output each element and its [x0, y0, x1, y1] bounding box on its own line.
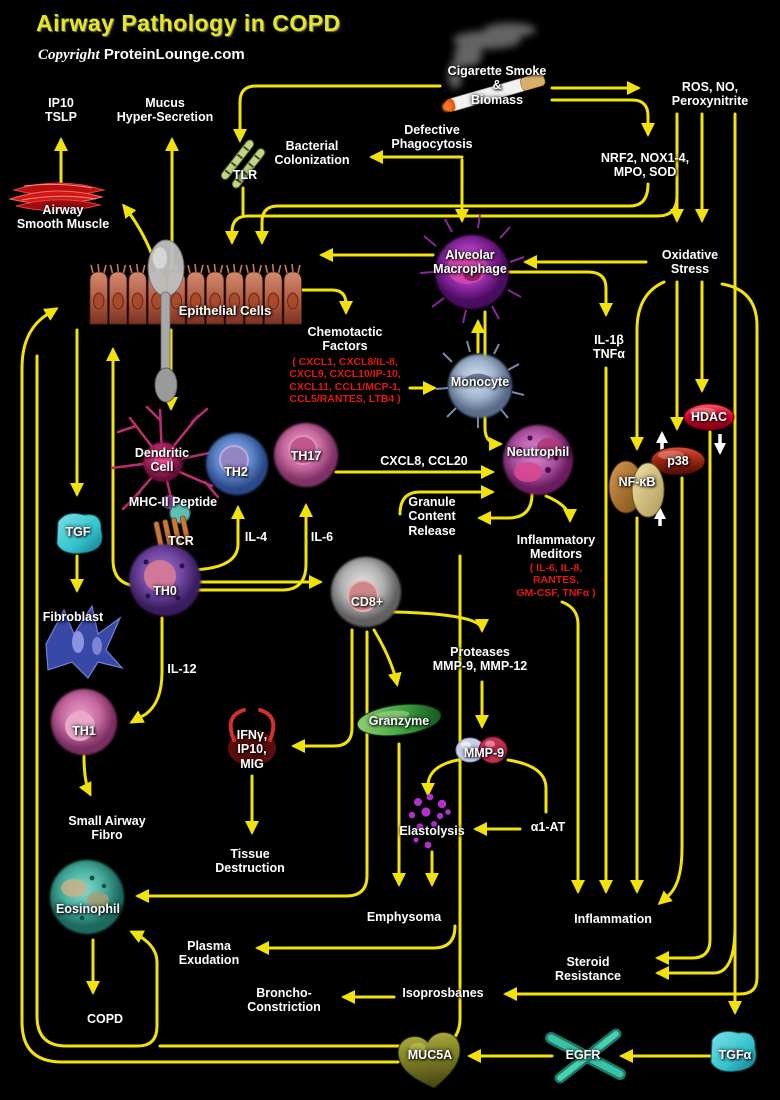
node-granule-content-release: Granule Content Release — [408, 495, 456, 538]
elastolysis-icon — [408, 793, 451, 849]
eosinophil-icon — [50, 860, 124, 934]
node-emphysoma: Emphysoma — [366, 910, 442, 924]
node-copd: COPD — [86, 1012, 124, 1026]
fibroblast-icon — [45, 604, 124, 679]
node-inflammatory-list: ( IL-6, IL-8, RANTES, GM-CSF, TNFα ) — [516, 562, 596, 599]
muc5a-icon — [397, 1031, 461, 1089]
node-tlr: TLR — [232, 168, 258, 182]
p38-pill-icon — [650, 446, 706, 476]
copyright-brand: ProteinLounge.com — [103, 46, 245, 63]
th1-icon — [51, 689, 117, 755]
node-cigarette-smoke: Cigarette Smoke & Biomass — [447, 64, 547, 107]
node-chemotactic-factors: Chemotactic Factors — [307, 325, 383, 354]
airway-smooth-muscle-icon — [8, 182, 106, 212]
node-defective-phagocytosis: Defective Phagocytosis — [391, 123, 473, 152]
hdac-pill-icon — [683, 403, 735, 431]
tgf-icon — [56, 513, 103, 554]
node-granzyme: Granzyme — [368, 714, 430, 728]
copyright-word: Copyright — [38, 47, 100, 63]
node-ifn-ip10-mig: IFNγ, IP10, MIG — [236, 728, 268, 771]
node-mmp9: MMP-9 — [463, 746, 505, 760]
th2-icon — [206, 433, 268, 495]
alveolar-macrophage-icon — [419, 214, 525, 324]
node-fibroblast: Fibroblast — [42, 610, 104, 624]
node-th0: TH0 — [153, 584, 177, 598]
egfr-icon — [545, 1028, 626, 1084]
th17-icon — [274, 423, 338, 487]
goblet-gland-icon — [147, 239, 185, 403]
node-hdac: HDAC — [690, 410, 728, 424]
node-th17: TH17 — [290, 449, 322, 463]
node-il4: IL-4 — [244, 530, 268, 544]
node-tgfa: TGFα — [718, 1048, 752, 1062]
node-th1: TH1 — [72, 724, 96, 738]
tgfa-icon — [710, 1031, 757, 1072]
node-eosinophil: Eosinophil — [56, 902, 120, 916]
node-alveolar-macrophage: Alveolar Macrophage — [433, 248, 507, 277]
node-monocyte: Monocyte — [450, 375, 510, 389]
granzyme-icon — [356, 703, 442, 737]
node-nrf2-nox: NRF2, NOX1-4, MPO, SOD — [600, 151, 690, 180]
epithelial-cells-icon — [89, 239, 303, 403]
node-isoprosbanes: Isoprosbanes — [402, 986, 484, 1000]
cd8-icon — [331, 557, 401, 627]
node-p38: p38 — [667, 454, 689, 468]
node-il1b-tnfa: IL-1β TNFα — [593, 333, 625, 362]
neutrophil-icon — [503, 425, 573, 495]
ifn-icon — [228, 708, 276, 766]
nfkb-icon — [608, 460, 665, 518]
node-il6: IL-6 — [310, 530, 334, 544]
node-cd8: CD8+ — [350, 595, 384, 609]
diagram-title: Airway Pathology in COPD — [36, 10, 341, 36]
dendritic-cell-icon — [110, 405, 220, 511]
node-small-airway-fibro: Small Airway Fibro — [68, 814, 146, 843]
tlr-icon — [220, 139, 266, 189]
node-a1-at: α1-AT — [530, 820, 566, 834]
node-mucus-hypersecretion: Mucus Hyper-Secretion — [116, 96, 214, 125]
node-epithelial-cells: Epithelial Cells — [178, 303, 272, 318]
monocyte-icon — [435, 340, 525, 428]
node-tissue-destruction: Tissue Destruction — [215, 847, 285, 876]
node-mhc2-peptide: MHC-II Peptide — [128, 495, 218, 509]
node-plasma-exudation: Plasma Exudation — [178, 939, 240, 968]
mmp9-icon — [455, 736, 508, 764]
node-inflammation: Inflammation — [574, 912, 652, 926]
node-neutrophil: Neutrophil — [506, 445, 570, 459]
node-il12: IL-12 — [167, 662, 197, 676]
node-bacterial-colonization: Bacterial Colonization — [274, 139, 350, 168]
node-chemotactic-list: ( CXCL1, CXCL8/IL-8, CXCL9, CXCL10/IP-10… — [289, 356, 401, 406]
copyright-line: Copyright ProteinLounge.com — [38, 46, 245, 64]
node-broncho-constriction: Broncho- Constriction — [247, 986, 321, 1015]
th0-icon — [129, 544, 201, 616]
node-elastolysis: Elastolysis — [399, 824, 465, 838]
node-airway-smooth-muscle: Airway Smooth Muscle — [16, 203, 110, 232]
node-ros-no-peroxynitrite: ROS, NO, Peroxynitrite — [671, 80, 749, 109]
tcr-icon — [153, 495, 191, 550]
node-th2: TH2 — [224, 465, 248, 479]
node-dendritic-cell: Dendritic Cell — [134, 446, 190, 475]
cigarette-icon — [442, 23, 546, 112]
node-tcr: TCR — [168, 534, 194, 548]
node-steroid-resistance: Steroid Resistance — [554, 955, 621, 984]
node-inflammatory-mediators: Inflammatory Meditors — [516, 533, 596, 562]
node-ip10-tslp: IP10 TSLP — [45, 96, 77, 125]
node-proteases: Proteases MMP-9, MMP-12 — [432, 645, 528, 674]
node-oxidative-stress: Oxidative Stress — [661, 248, 719, 277]
node-cxcl8-ccl20: CXCL8, CCL20 — [380, 454, 468, 468]
node-egfr: EGFR — [565, 1048, 601, 1062]
node-tgf: TGF — [65, 525, 91, 539]
node-nfkb: NF-κB — [618, 475, 656, 489]
node-muc5a: MUC5A — [407, 1048, 453, 1062]
